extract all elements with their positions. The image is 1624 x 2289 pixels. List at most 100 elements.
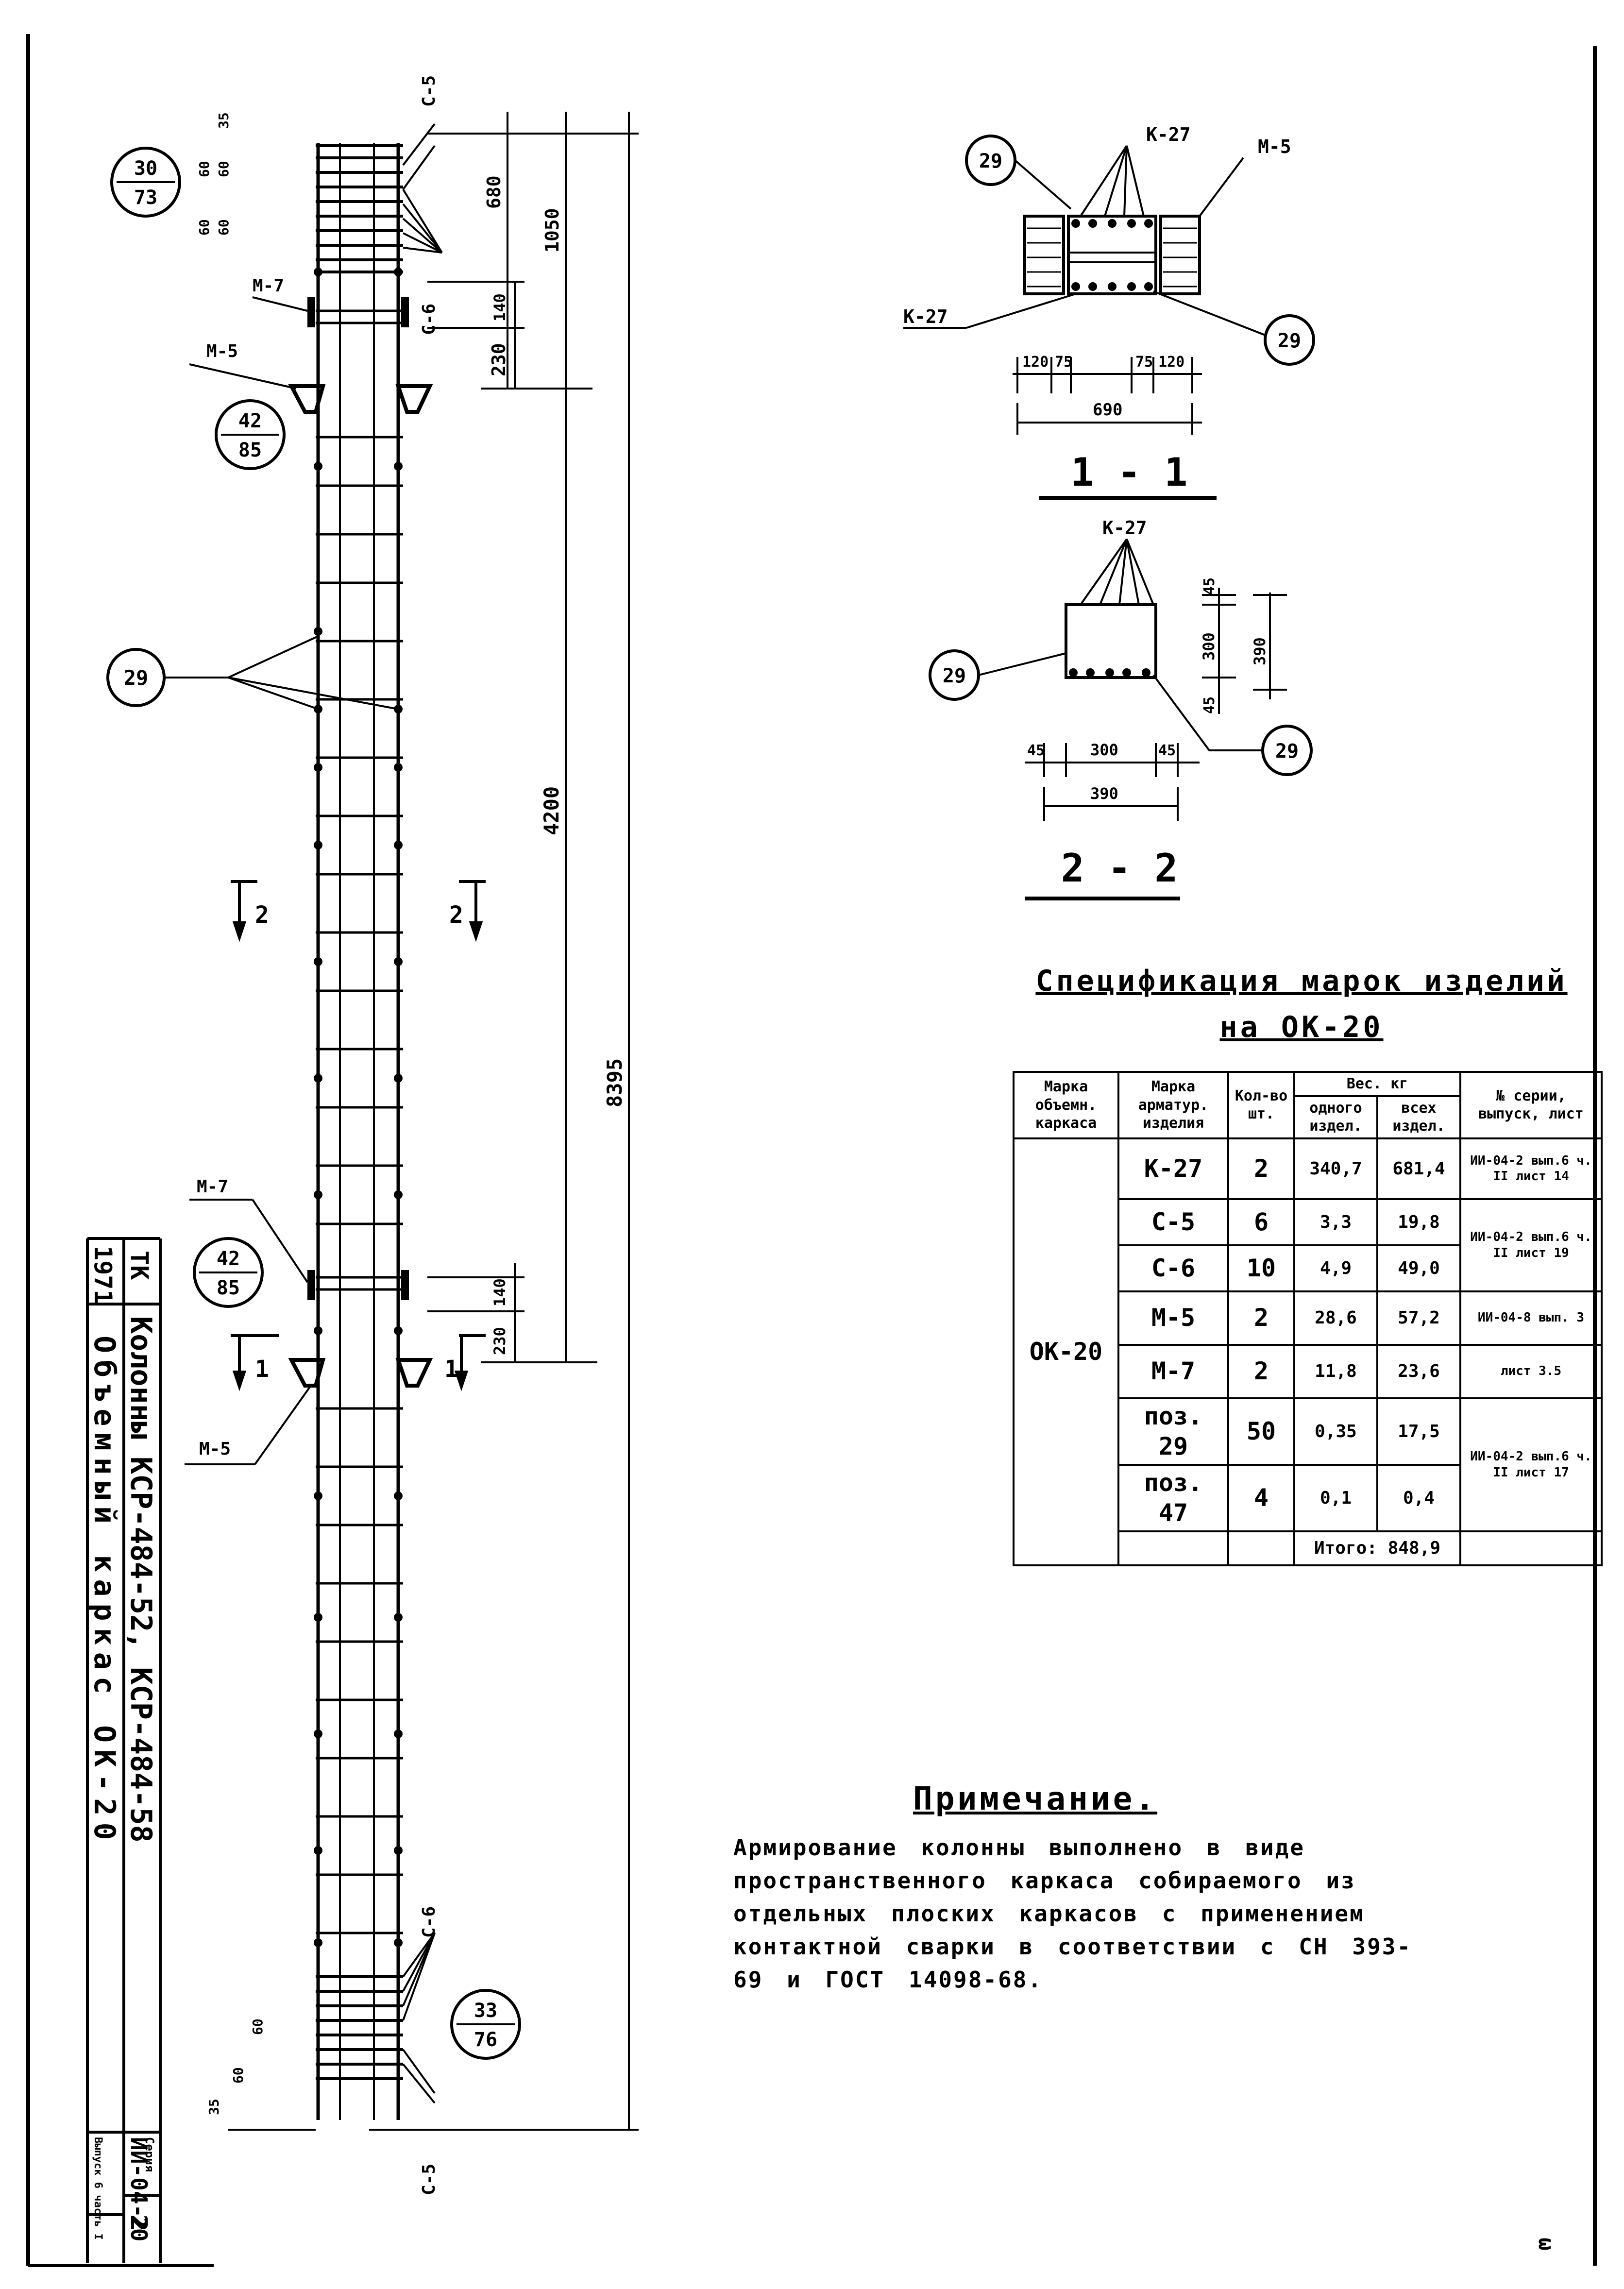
dim-35-bot: 35 [206, 2099, 222, 2115]
row-all: 49,0 [1376, 1244, 1461, 1292]
row-item: С-5 [1117, 1198, 1229, 1246]
label-m7-top: М-7 [253, 276, 284, 296]
label-c6-bot: С-6 [419, 1906, 439, 1938]
dim-8395: 8395 [603, 1058, 626, 1107]
row-one: 4,9 [1293, 1244, 1378, 1292]
svg-text:33: 33 [474, 2000, 497, 2022]
svg-text:85: 85 [238, 439, 262, 461]
section-1-1-title: 1 - 1 [1071, 450, 1188, 495]
dim-230-mid: 230 [491, 1327, 509, 1355]
spec-total: Итого: 848,9 [1293, 1530, 1461, 1566]
svg-text:42: 42 [217, 1248, 240, 1270]
callout-29-column: 29 [106, 635, 399, 710]
dim-230-top: 230 [488, 343, 509, 376]
section-mark-1 [231, 1334, 486, 1391]
row-item: поз. 47 [1117, 1463, 1229, 1532]
row-item: М-5 [1117, 1290, 1229, 1346]
page-number: ω [1533, 2238, 1558, 2251]
note-title: Примечание. [913, 1780, 1158, 1817]
row-qty: 50 [1227, 1397, 1295, 1466]
svg-text:300: 300 [1090, 741, 1118, 759]
row-one: 28,6 [1293, 1290, 1378, 1346]
callout-30-73: 30 73 [110, 147, 181, 218]
svg-text:73: 73 [134, 187, 157, 209]
row-all: 681,4 [1376, 1137, 1461, 1200]
hdr-series: № серии, выпуск, лист [1459, 1071, 1603, 1139]
stamp-series: ИИ-04-2 [126, 2137, 152, 2231]
row-item: С-6 [1117, 1244, 1229, 1292]
row-one: 3,3 [1293, 1198, 1378, 1246]
row-one: 11,8 [1293, 1343, 1378, 1399]
row-ref: ИИ-04-2 вып.6 ч. II лист 17 [1459, 1397, 1603, 1532]
dim-1050: 1050 [541, 208, 563, 253]
hdr-qty: Кол-во шт. [1227, 1071, 1295, 1139]
section-mark-2 [231, 880, 486, 942]
row-one: 340,7 [1293, 1137, 1378, 1200]
stamp-year: 1971 [89, 1246, 117, 1304]
section-1-left: 1 [255, 1356, 269, 1383]
svg-text:42: 42 [238, 410, 262, 432]
hdr-all: всех издел. [1376, 1095, 1461, 1139]
svg-text:690: 690 [1093, 400, 1122, 420]
svg-text:45: 45 [1158, 742, 1176, 759]
label-c6-top: С-6 [419, 304, 439, 335]
dim-60-bot-a: 60 [230, 2067, 246, 2084]
label-m5-top: М-5 [206, 341, 238, 361]
dim-140-top: 140 [491, 293, 509, 322]
svg-text:300: 300 [1200, 632, 1218, 661]
section-1-right: 1 [444, 1356, 458, 1383]
svg-text:М-5: М-5 [1258, 136, 1291, 157]
section-2-2: К-27 29 29 45 300 45 [929, 517, 1313, 900]
svg-text:29: 29 [979, 150, 1002, 172]
dim-35-top: 35 [216, 112, 232, 129]
svg-text:75: 75 [1055, 354, 1072, 371]
note-text: Армирование колонны выполнено в виде про… [733, 1834, 1412, 1993]
dim-60-top-d: 60 [216, 219, 232, 236]
row-all: 17,5 [1376, 1397, 1461, 1466]
svg-text:29: 29 [1275, 740, 1299, 763]
svg-text:120: 120 [1022, 354, 1049, 371]
frame-mark: ОК-20 [1013, 1137, 1119, 1566]
callout-42-85-top: 42 85 [215, 399, 286, 470]
row-ref: лист 3.5 [1459, 1343, 1603, 1399]
row-qty: 2 [1227, 1137, 1295, 1200]
dim-60-top-b: 60 [216, 161, 232, 177]
row-qty: 2 [1227, 1290, 1295, 1346]
callout-42-85-mid: 42 85 [193, 1237, 264, 1308]
callout-33-76: 33 76 [450, 1989, 521, 2060]
dim-680: 680 [483, 175, 505, 209]
row-all: 0,4 [1376, 1463, 1461, 1532]
svg-text:75: 75 [1135, 354, 1153, 371]
hdr-mark-item: Марка арматур. изделия [1117, 1071, 1229, 1139]
row-qty: 4 [1227, 1463, 1295, 1532]
stamp-org: ТК [125, 1251, 153, 1280]
hdr-weight: Вес. кг [1293, 1071, 1461, 1097]
row-qty: 2 [1227, 1343, 1295, 1399]
svg-text:К-27: К-27 [1146, 124, 1191, 145]
svg-text:29: 29 [943, 665, 966, 687]
label-m7-mid: М-7 [197, 1177, 228, 1197]
row-one: 0,35 [1293, 1397, 1378, 1466]
hdr-mark-frame: Марка объемн. каркаса [1013, 1071, 1119, 1139]
row-qty: 6 [1227, 1198, 1295, 1246]
dim-60-bot-b: 60 [250, 2018, 266, 2035]
stamp-title-2: Объемный каркас ОК-20 [87, 1336, 121, 1847]
stamp-series-label: Серия [143, 2137, 156, 2172]
svg-text:30: 30 [134, 157, 157, 180]
spec-table: Марка объемн. каркаса Марка арматур. изд… [1013, 1071, 1603, 1566]
spec-subtitle: на ОК-20 [1219, 1010, 1384, 1044]
dim-140-mid: 140 [491, 1278, 509, 1306]
row-all: 19,8 [1376, 1198, 1461, 1246]
section-2-right: 2 [449, 901, 463, 929]
svg-text:85: 85 [217, 1277, 240, 1299]
section-2-left: 2 [255, 901, 269, 929]
section-1-1: 29 К-27 М-5 К-27 [903, 124, 1315, 500]
label-c5-bot: С-5 [419, 2164, 439, 2195]
svg-text:45: 45 [1027, 742, 1045, 759]
row-ref: ИИ-04-2 вып.6 ч. II лист 14 [1459, 1137, 1603, 1200]
section-2-2-title: 2 - 2 [1061, 846, 1178, 891]
label-m5-mid: М-5 [199, 1439, 231, 1459]
hdr-one: одного издел. [1293, 1095, 1378, 1139]
svg-text:К-27: К-27 [1102, 517, 1147, 539]
